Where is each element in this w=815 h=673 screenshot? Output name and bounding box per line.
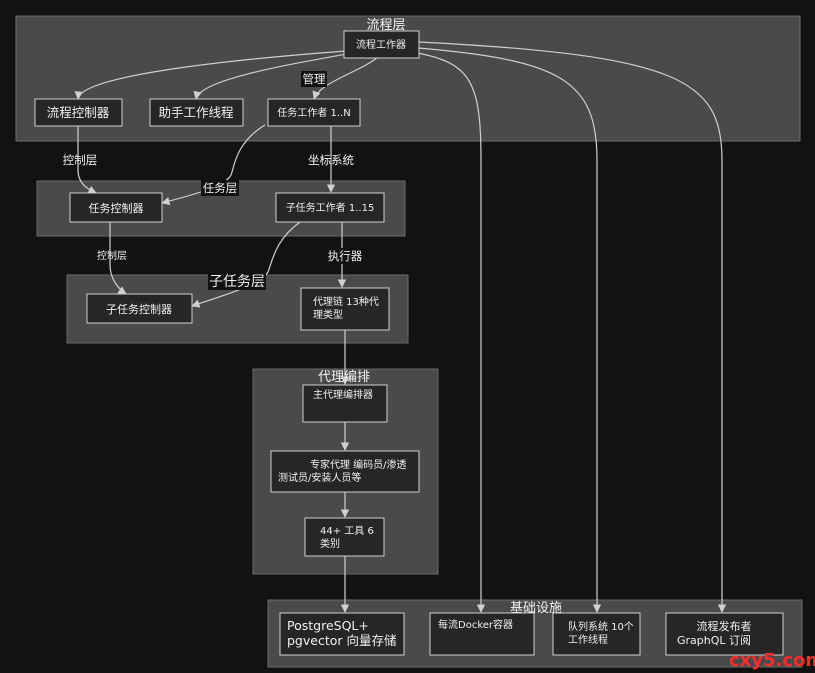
edge-task-worker-to-task-controller — [161, 124, 266, 206]
edge-worker-to-queue — [417, 47, 602, 613]
edge-worker-to-process-controller — [74, 50, 347, 100]
node-process-worker: 流程工作器 — [343, 30, 420, 59]
edge-label-manage: 管理 — [303, 72, 326, 86]
edge-subtask-worker-to-subtask-controller — [191, 221, 301, 308]
edges — [74, 41, 727, 613]
edge-worker-to-task-worker — [312, 56, 379, 100]
node-publisher: 流程发布者 GraphQL 订阅 — [665, 612, 784, 656]
node-docker: 每流Docker容器 — [429, 612, 535, 656]
node-label-publisher-line2: GraphQL 订阅 — [677, 634, 751, 647]
node-label-main-orchestrator: 主代理编排器 — [313, 388, 373, 401]
node-subtask-worker: 子任务工作者 1..15 — [275, 192, 385, 223]
node-task-controller: 任务控制器 — [69, 192, 163, 223]
node-label-process-controller: 流程控制器 — [47, 105, 110, 120]
node-label-subtask-worker: 子任务工作者 1..15 — [286, 201, 375, 214]
node-label-task-controller: 任务控制器 — [89, 201, 144, 215]
node-label-subtask-controller: 子任务控制器 — [106, 302, 172, 316]
node-label-expert-agents-line1: 专家代理 编码员/渗透 — [310, 458, 407, 471]
node-subtask-controller: 子任务控制器 — [86, 293, 193, 324]
watermark-text: cxy5.com — [729, 650, 815, 671]
node-label-tools-line2: 类别 — [320, 537, 340, 550]
node-agent-chain: 代理链 13种代 理类型 — [300, 287, 390, 331]
node-label-agent-chain-line2: 理类型 — [313, 308, 343, 321]
group-label-infrastructure: 基础设施 — [510, 601, 562, 616]
node-label-expert-agents-line2: 测试员/安装人员等 — [278, 471, 361, 484]
edge-process-controller-to-task-controller — [77, 126, 97, 194]
node-label-postgres-line1: PostgreSQL+ — [287, 618, 369, 633]
node-tools: 44+ 工具 6 类别 — [304, 517, 385, 557]
edge-label-coord-system: 坐标系统 — [308, 153, 354, 167]
node-label-agent-chain-line1: 代理链 13种代 — [313, 295, 379, 308]
node-process-controller: 流程控制器 — [34, 98, 123, 127]
edge-label-task-layer: 任务层 — [203, 181, 238, 195]
node-helper-worker: 助手工作线程 — [149, 98, 244, 127]
node-label-docker: 每流Docker容器 — [438, 618, 513, 631]
group-label-process-layer: 流程层 — [366, 18, 405, 33]
node-label-task-worker: 任务工作者 1..N — [277, 106, 350, 119]
edge-task-controller-to-subtask-controller — [109, 222, 127, 295]
node-label-postgres-line2: pgvector 向量存储 — [287, 633, 397, 648]
node-queue: 队列系统 10个 工作线程 — [552, 612, 641, 656]
edge-label-control-layer-small: 控制层 — [97, 249, 127, 262]
edge-label-subtask-layer: 子任务层 — [209, 274, 265, 290]
node-task-worker: 任务工作者 1..N — [267, 98, 361, 127]
node-label-publisher-line1: 流程发布者 — [697, 619, 752, 633]
edge-label-control-layer: 控制层 — [63, 153, 98, 167]
node-label-helper-worker: 助手工作线程 — [158, 105, 234, 120]
node-label-tools-line1: 44+ 工具 6 — [320, 525, 374, 537]
group-label-agent-orchestration: 代理编排 — [318, 370, 370, 385]
node-label-queue-line1: 队列系统 10个 — [568, 620, 634, 633]
node-expert-agents: 专家代理 编码员/渗透 测试员/安装人员等 — [270, 450, 420, 493]
node-main-orchestrator: 主代理编排器 — [302, 384, 388, 423]
edge-worker-to-helper — [193, 52, 353, 100]
edge-worker-to-docker — [411, 51, 486, 613]
node-label-queue-line2: 工作线程 — [568, 633, 608, 646]
node-label-process-worker: 流程工作器 — [356, 38, 406, 51]
edge-worker-to-publisher — [417, 41, 727, 613]
edge-label-executor: 执行器 — [328, 249, 363, 263]
node-postgres: PostgreSQL+ pgvector 向量存储 — [279, 612, 405, 656]
